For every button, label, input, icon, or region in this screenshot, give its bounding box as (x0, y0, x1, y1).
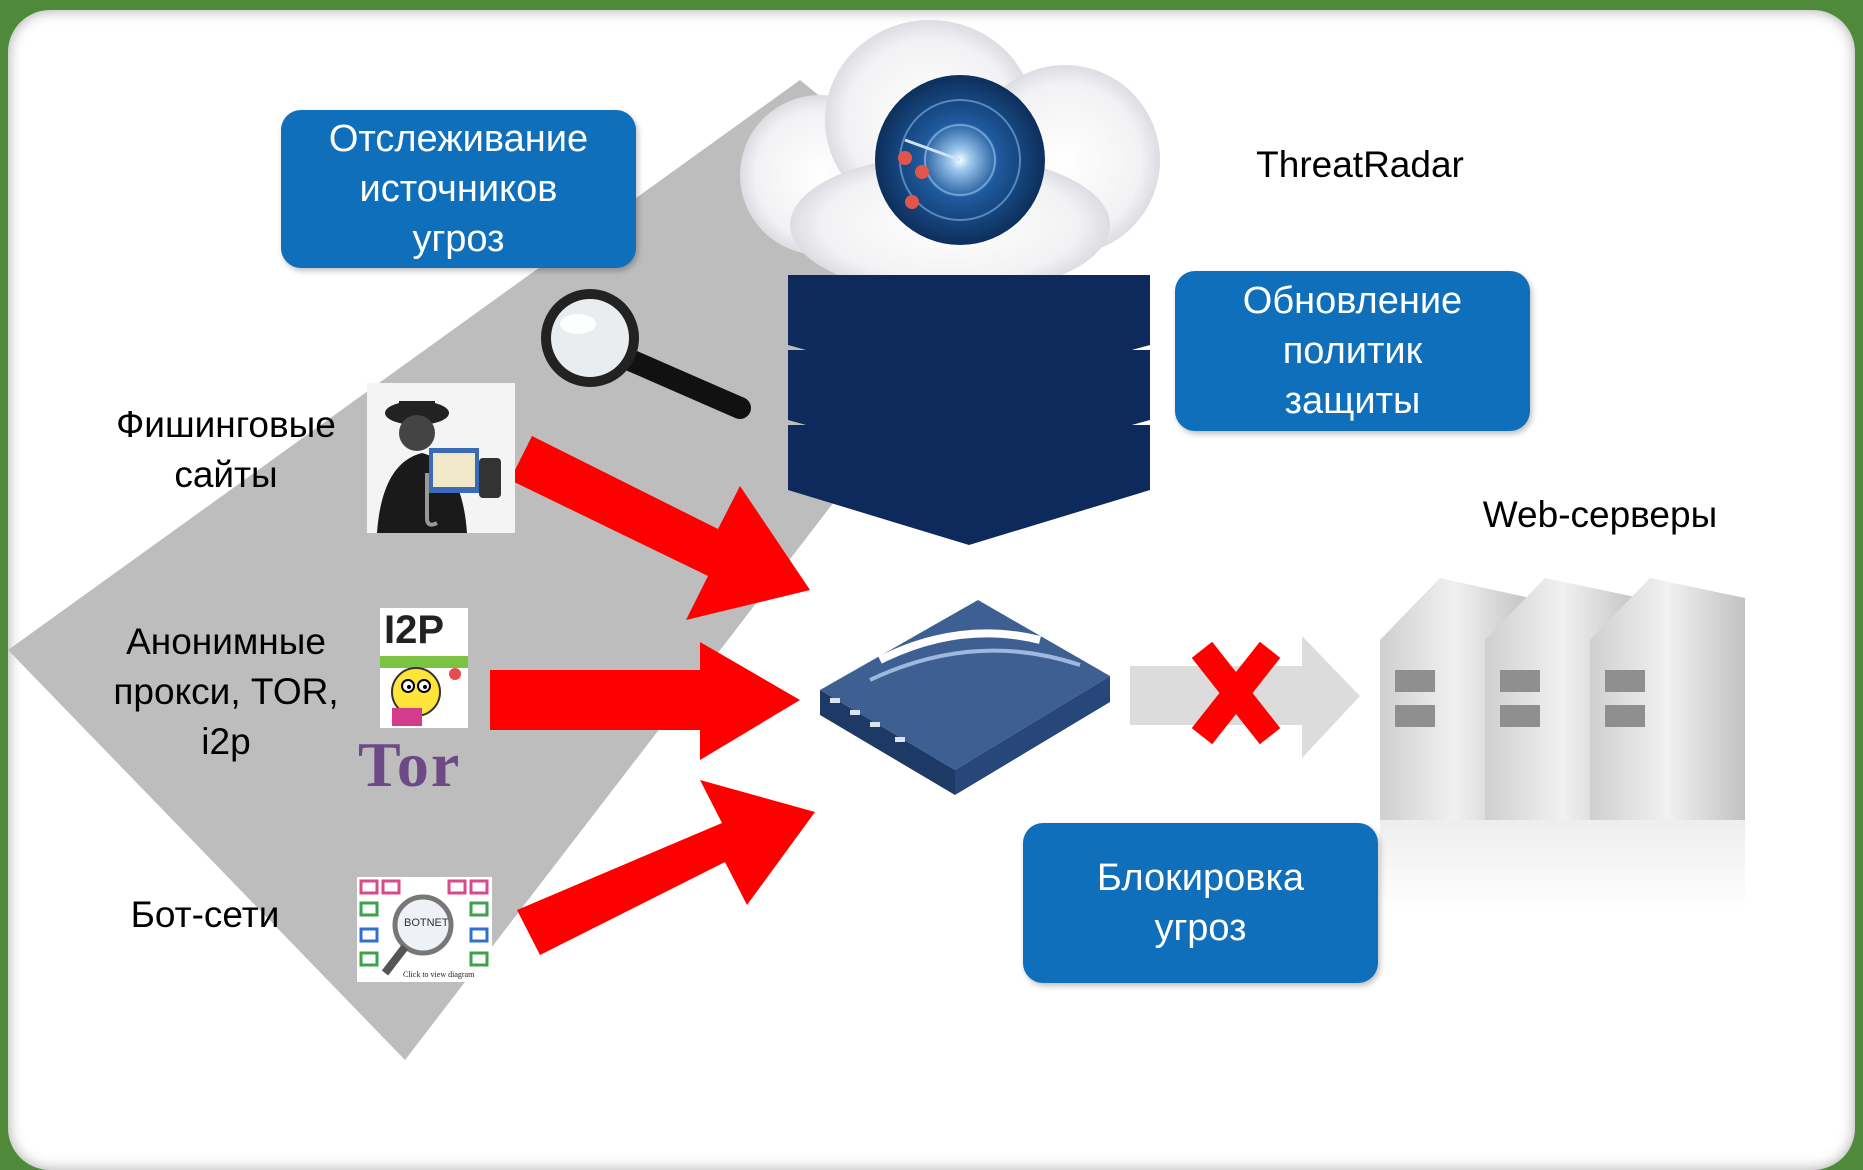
radar-cloud-icon (740, 20, 1160, 295)
update-chevrons (788, 275, 1150, 545)
botnet-logo-text: BOTNET (404, 917, 449, 929)
anonymous-label: Анонимные прокси, TOR, i2p (113, 621, 339, 762)
i2p-logo-text: I2P (384, 608, 445, 652)
tor-logo-text: Tor (358, 730, 462, 798)
threat-arrows (490, 436, 815, 955)
threatradar-title: ThreatRadar (1256, 144, 1464, 185)
block-x-icon (1191, 641, 1281, 745)
phishing-arrow (510, 436, 810, 620)
diamond-backdrop (8, 80, 1020, 1060)
appliance-icon (820, 600, 1110, 795)
blocking-box: Блокировка угроз (1023, 823, 1378, 983)
botnets-label: Бот-сети (130, 894, 280, 935)
tracking-box: Отслеживание источников угроз (281, 110, 636, 268)
magnifier-icon (541, 289, 751, 419)
policy-update-box: Обновление политик защиты (1175, 271, 1530, 431)
phishing-label: Фишинговые сайты (116, 404, 336, 495)
servers-icon (1380, 578, 1745, 910)
tor-logo-icon: Tor (358, 730, 468, 798)
hacker-icon (367, 383, 515, 533)
anonymous-arrow (490, 642, 800, 760)
botnet-caption: Click to view diagram (403, 970, 475, 979)
servers-label: Web-серверы (1482, 494, 1718, 535)
botnet-icon: BOTNET Click to view diagram (357, 877, 492, 982)
i2p-logo-icon: I2P (380, 608, 468, 728)
diagram-stage: I2P Tor BOTNET Clic (8, 10, 1855, 1170)
botnet-arrow (517, 780, 815, 955)
